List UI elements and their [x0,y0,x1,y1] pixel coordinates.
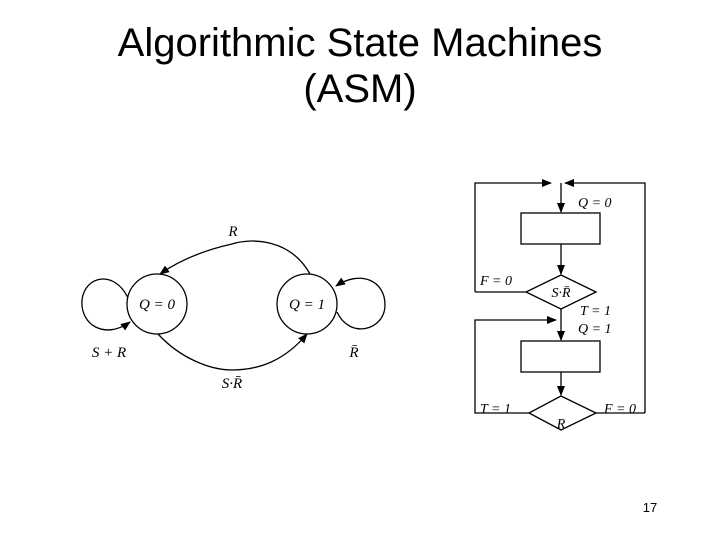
decision-1-label: S·R̄ [551,286,571,301]
left-self-loop-arrow [81,278,131,331]
entry-state-label: Q = 0 [578,196,612,211]
decision-2-label: R [556,417,566,432]
state-box-1 [520,212,601,245]
decision-2-true-label: T = 1 [480,402,511,417]
right-feedback-line [564,179,646,413]
top-transition-arrow [159,240,311,275]
left-self-loop-label: S + R [92,345,126,361]
decision-diamond-2 [527,395,598,431]
right-self-loop-label: R̄ [348,345,358,361]
state-box-2 [520,340,601,373]
decision-1-false-label: F = 0 [479,274,512,289]
state-diagram: Q = 0 Q = 1 R S·R̄ S + R R̄ [81,224,386,392]
bottom-transition-label: S·R̄ [222,376,242,392]
state-q0-circle [126,273,188,335]
asm-chart: Q = 0 S·R̄ F = 0 T = 1 Q = 1 R T = 1 F =… [474,179,646,432]
state-q0-label: Q = 0 [139,297,175,313]
left-feedback-line [474,179,552,292]
page-number: 17 [642,500,658,515]
right-self-loop-arrow [335,277,386,330]
bottom-transition-arrow [157,333,308,371]
top-transition-label: R [227,224,237,240]
lower-feedback-line [474,316,557,414]
state-q1-label: Q = 1 [289,297,325,313]
title-line-2: (ASM) [303,67,417,111]
slide-title: Algorithmic State Machines (ASM) [60,20,660,112]
decision-1-true-label: T = 1 [580,304,611,319]
decision-2-false-label: F = 0 [603,402,636,417]
title-line-1: Algorithmic State Machines [117,21,603,65]
second-state-label: Q = 1 [578,322,612,337]
